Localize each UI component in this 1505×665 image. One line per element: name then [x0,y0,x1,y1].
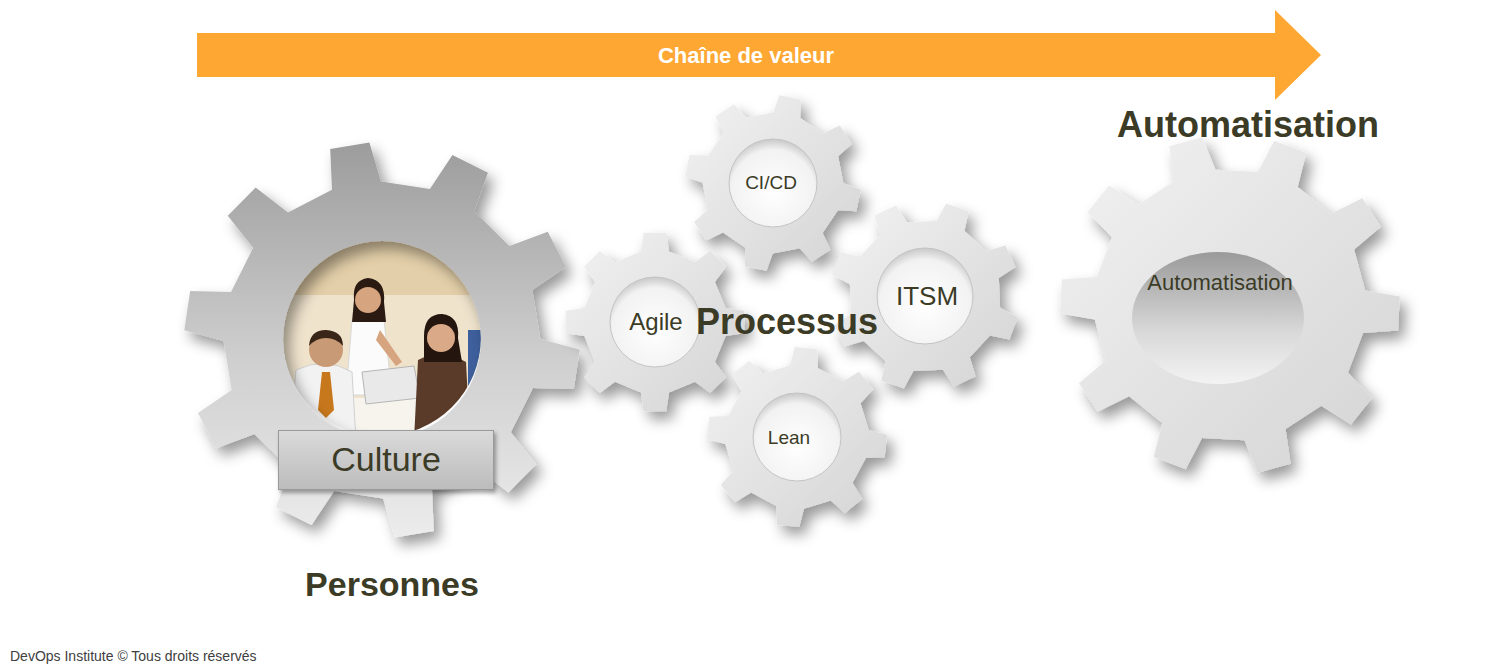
gear-body [832,203,1017,388]
face [355,287,381,313]
lean-gear: Lean [707,347,887,527]
heading-text: Automatisation [1117,105,1379,145]
node-text: CI/CD [745,173,797,194]
tie [318,372,334,418]
gear-outline [1060,135,1400,475]
automation-gear: AutomatisationAutomatisation [1060,135,1400,475]
copyright-note: DevOps Institute © Tous droits réservés [10,649,257,664]
laptop [362,366,420,404]
gear-hole [877,248,973,344]
group-title: Processus [696,302,878,342]
hair [424,314,462,362]
heading-text: Chaîne de valeur [658,44,834,68]
gear-body [1060,137,1400,472]
arm [376,330,402,366]
gear-hole [610,277,700,367]
culture-gear: PersonnesCulture [184,142,580,538]
gear-body [707,347,887,527]
culture-label-box: Culture [278,430,494,490]
gear-hole [1132,252,1304,384]
node-text: Lean [768,428,810,449]
gear-body [685,95,861,271]
gear-hole [753,393,841,481]
node-text: Culture [331,441,441,478]
face [427,324,455,352]
node-text: Automatisation [1147,271,1293,295]
cicd-gear: CI/CD [685,95,861,271]
hair [309,330,343,346]
itsm-gear: ITSM [830,201,1020,391]
heading-text: Personnes [305,566,479,603]
hair [352,278,386,322]
value-chain-arrow: Chaîne de valeur [197,10,1322,100]
arrow-band [197,10,1321,100]
node-text: ITSM [896,282,958,311]
gear-body [184,142,580,537]
gear-hole [729,139,817,227]
node-text: Agile [629,309,682,335]
